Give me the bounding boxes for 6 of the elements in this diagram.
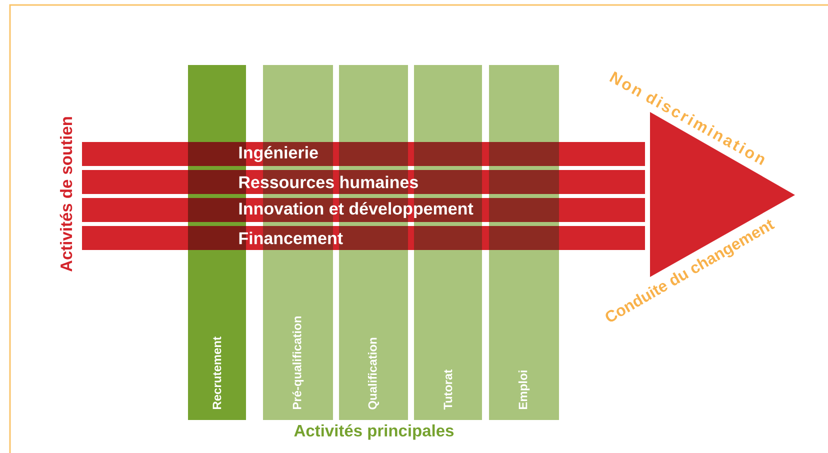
section-label: Activités de soutien bbox=[60, 117, 72, 272]
band: Financement bbox=[82, 226, 645, 250]
band: Ingénierie bbox=[82, 142, 645, 166]
band: Innovation et développement bbox=[82, 198, 645, 222]
band: Ressources humaines bbox=[82, 170, 645, 194]
section-label: Activités principales bbox=[294, 424, 454, 440]
